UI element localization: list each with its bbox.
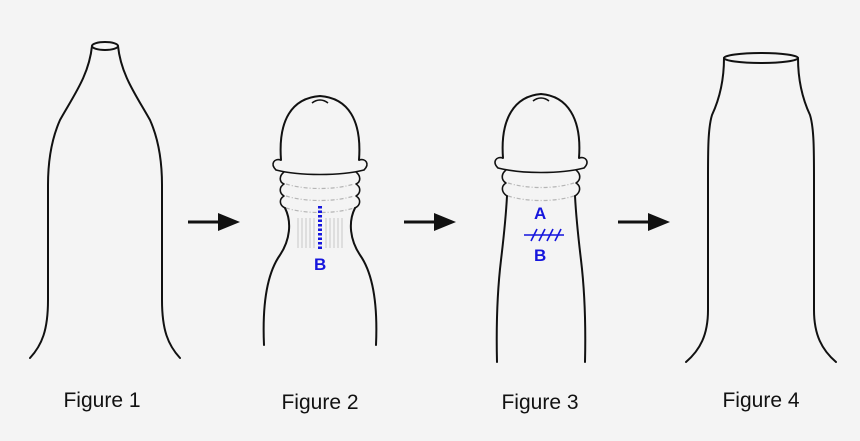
figure-3-dash-1 xyxy=(507,182,575,189)
figure-3-shaft-right xyxy=(574,195,587,363)
figure-3-folds-right xyxy=(574,169,581,197)
figure-4-outline-left xyxy=(685,57,725,363)
figure-3-shaft-left xyxy=(495,195,508,363)
figure-1 xyxy=(29,41,181,359)
figure-2-corona xyxy=(272,158,368,176)
figure-4 xyxy=(685,52,837,363)
figure-2-shaft-right xyxy=(349,207,378,346)
figure-3-dash-2 xyxy=(507,195,575,202)
figure-4-caption: Figure 4 xyxy=(722,389,799,412)
figure-3-folds-left xyxy=(501,169,508,197)
figure-2: B xyxy=(262,95,378,346)
figure-4-opening xyxy=(723,52,799,64)
arrow-1-head xyxy=(218,213,240,231)
figure-3-label-a: A xyxy=(534,204,546,223)
figure-2-folds-right xyxy=(354,171,361,209)
figure-3-corona xyxy=(494,156,588,174)
figure-2-shaft-left xyxy=(262,207,291,346)
figure-1-caption: Figure 1 xyxy=(63,389,140,412)
figure-3-glans xyxy=(501,93,581,159)
figure-2-glans xyxy=(279,95,361,161)
figure-1-outline-right xyxy=(117,45,181,359)
figure-4-outline-right xyxy=(797,57,837,363)
figure-2-caption: Figure 2 xyxy=(281,391,358,414)
arrow-2-head xyxy=(434,213,456,231)
figure-1-outline-left xyxy=(29,45,93,359)
arrow-1 xyxy=(188,213,240,231)
figure-2-dash-2 xyxy=(285,195,355,202)
arrow-2 xyxy=(404,213,456,231)
arrow-3 xyxy=(618,213,670,231)
figure-3: A B xyxy=(494,93,588,363)
figure-2-dash-1 xyxy=(285,183,355,190)
figure-2-glans-tip xyxy=(311,99,329,104)
figure-2-folds-left xyxy=(279,171,286,209)
figure-3-glans-tip xyxy=(532,97,550,102)
figure-1-opening xyxy=(91,41,119,51)
figure-2-label-b: B xyxy=(314,255,326,274)
figure-3-suture xyxy=(524,228,564,242)
arrow-3-head xyxy=(648,213,670,231)
figure-3-caption: Figure 3 xyxy=(501,391,578,414)
figure-3-label-b: B xyxy=(534,246,546,265)
figure-2-hatching xyxy=(297,218,343,248)
